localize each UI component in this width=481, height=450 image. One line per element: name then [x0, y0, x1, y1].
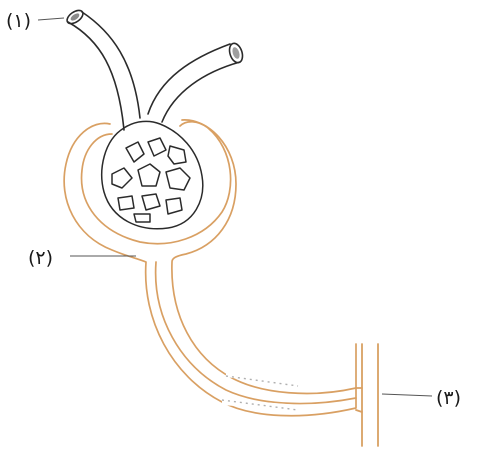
efferent-vessel-inner — [162, 62, 240, 122]
label-3: (۳) — [436, 387, 461, 409]
leader-line-1 — [38, 18, 64, 20]
label-2: (۲) — [28, 247, 53, 269]
blood-vessels — [65, 8, 245, 130]
tubule-inner-wall — [156, 262, 356, 404]
glomerulus — [102, 121, 203, 228]
afferent-vessel-inner — [82, 12, 140, 118]
capsule-outer-wall — [64, 123, 356, 415]
leader-line-3 — [382, 394, 432, 396]
label-1: (۱) — [6, 10, 31, 32]
capsule-and-tubule — [64, 120, 356, 416]
afferent-vessel — [68, 22, 124, 130]
collecting-duct — [356, 344, 378, 446]
efferent-vessel — [148, 44, 230, 114]
leader-lines — [38, 18, 432, 396]
capsule-right-wall — [172, 120, 356, 394]
